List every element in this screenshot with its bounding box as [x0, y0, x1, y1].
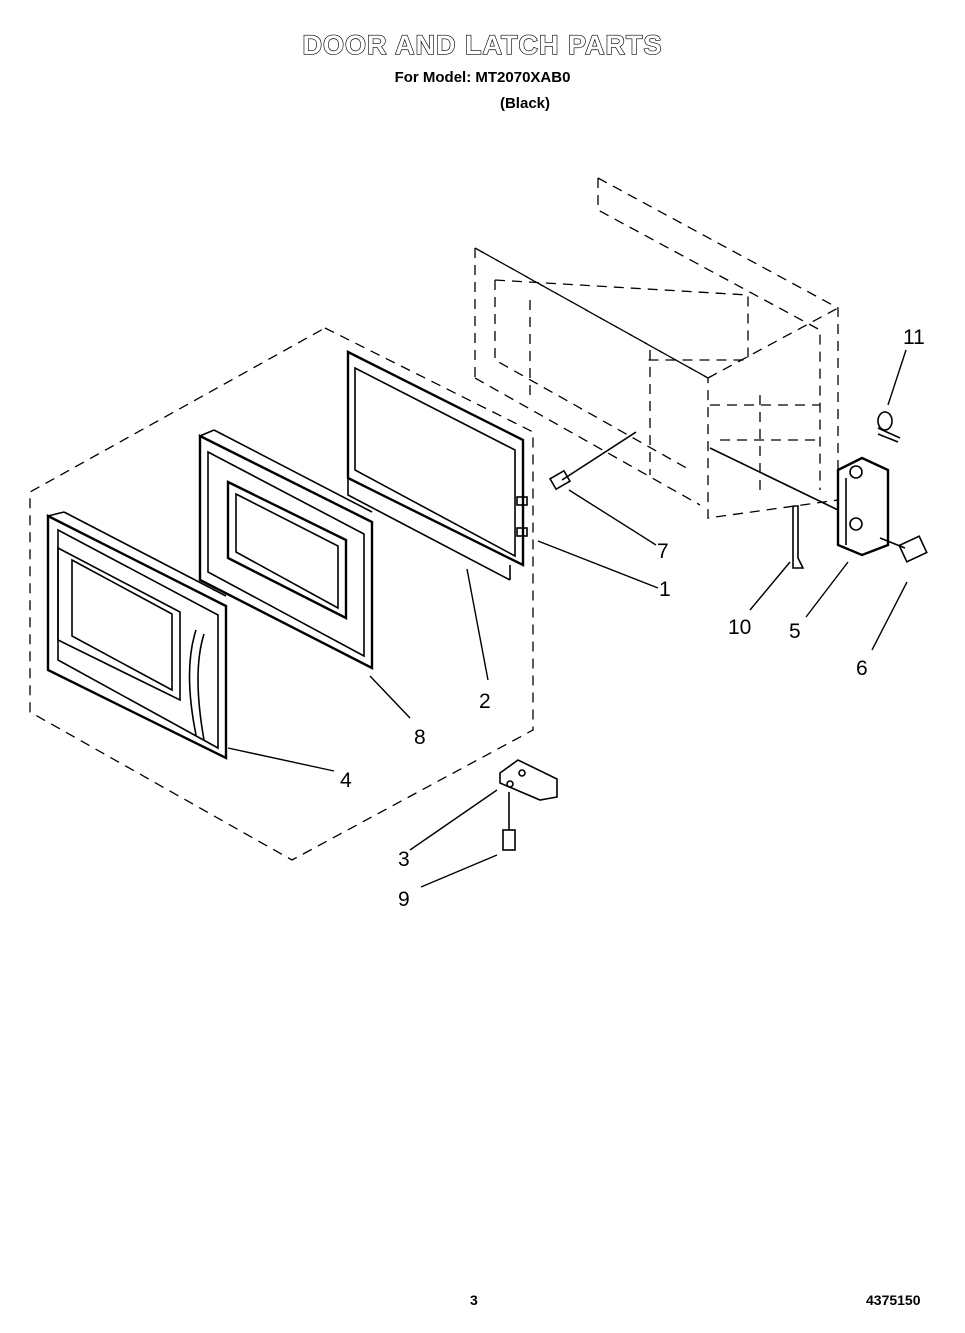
leader-lines [227, 349, 908, 888]
callout-8: 8 [414, 726, 426, 749]
callout-2: 2 [479, 690, 491, 713]
color-note: (Black) [499, 95, 551, 112]
callout-5: 5 [789, 620, 801, 643]
latch-bracket-part-5 [709, 447, 890, 557]
callout-9: 9 [398, 888, 410, 911]
door-frame-part-8 [198, 429, 374, 670]
clip-part-11 [877, 411, 901, 443]
page-number: 3 [470, 1292, 478, 1308]
callout-4: 4 [340, 769, 352, 792]
door-inner-panel-part-1 [346, 350, 528, 581]
callout-7: 7 [657, 540, 669, 563]
switch-part-6 [879, 535, 928, 563]
callout-10: 10 [728, 616, 751, 639]
callout-labels: 1 2 3 4 5 6 7 8 9 10 11 [340, 326, 925, 911]
door-front-part-4 [46, 511, 228, 760]
screw-part-7 [548, 431, 637, 491]
model-number-line: For Model: MT2070XAB0 [394, 69, 571, 86]
document-number: 4375150 [866, 1292, 921, 1308]
callout-1: 1 [659, 578, 671, 601]
callout-11: 11 [903, 326, 925, 349]
latch-lever-part-10 [792, 505, 805, 569]
callout-3: 3 [398, 848, 410, 871]
callout-6: 6 [856, 657, 868, 680]
hinge-bracket-part-3 [499, 759, 558, 801]
page-title: DOOR AND LATCH PARTS [302, 29, 663, 60]
door-assembly-envelope [29, 327, 534, 861]
hinge-screw-part-9 [502, 792, 516, 851]
cabinet-outline [474, 177, 839, 519]
